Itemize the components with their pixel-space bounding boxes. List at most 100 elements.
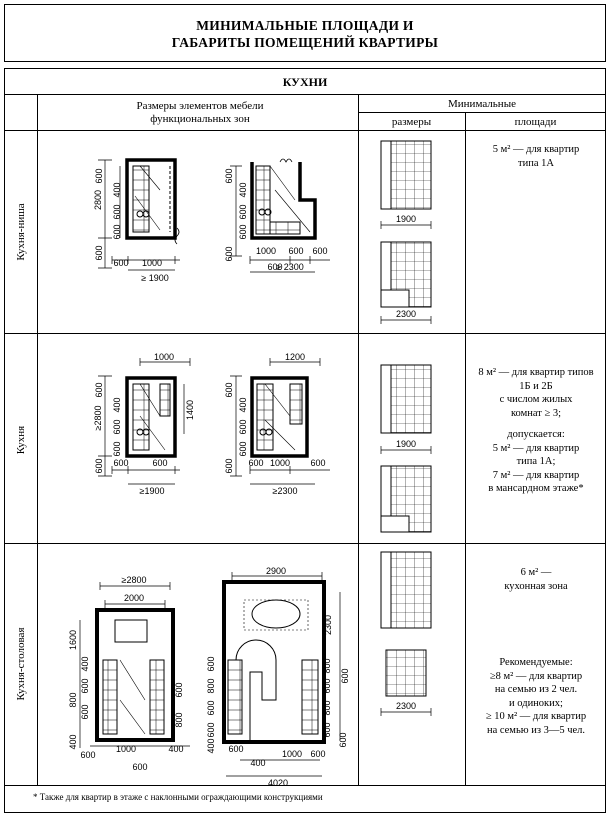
dim-label: 400 [80,656,90,671]
area-line: 5 м² — для квартир [492,442,580,454]
area-line: ≥ 10 м² — для квартир [485,711,587,722]
dim-label: 600 [113,258,128,268]
dim-label: 600 [340,668,350,683]
area-line: 8 м² — для квартир типов [478,367,594,378]
dim-label: 600 [80,750,95,760]
rule [4,785,606,786]
dim-label: 2000 [124,593,144,603]
dim-label: 600 [338,732,348,747]
dim-label: 400 [250,758,265,768]
dim-label: 600 [113,458,128,468]
area-line: на семью из 2 чел. [494,684,578,695]
dim-label: 2800 [93,190,103,210]
area-line: Рекомендуемые: [499,657,573,668]
header-minimal: Минимальные [448,98,516,110]
dim-label: 1000 [116,744,136,754]
dim-label: 1000 [256,246,276,256]
rule [465,112,466,785]
dining-plan-2-dims: 2900 2300 600 800 600 600 800 400 600 80… [206,566,350,788]
area-line: кухонная зона [504,580,568,592]
niche-plan-1-dims: 2800 400 600 600 600 600 600 1000 ≥ 1900 [93,168,169,283]
area-text-row3-bottom: Рекомендуемые: ≥8 м² — для квартир на се… [466,656,606,737]
dim-label: 1000 [270,458,290,468]
dim-label: 400 [68,734,78,749]
title-line-1: МИНИМАЛЬНЫЕ ПЛОЩАДИ И [196,18,414,33]
dim-label: 600 [312,246,327,256]
dim-label: 600 [238,204,248,219]
section-title: КУХНИ [282,75,328,89]
size-grid-row3-a [380,551,432,629]
dim-label: 600 [94,382,104,397]
dim-label: ≥2800 [122,575,147,585]
rule [4,333,606,334]
dim-label: 800 [322,700,332,715]
size-grid-row2-a [380,364,432,454]
dim-label: 600 [206,656,216,671]
dim-label: 600 [224,168,234,183]
dim-label: 600 [152,458,167,468]
area-line: 7 м² — для квартир [492,469,580,481]
kitchen-plan-2-dims: 1200 600 400 600 600 600 600 1000 600 ≥2… [224,352,326,496]
size-label: 1900 [396,214,416,224]
niche-plan-2 [230,158,330,273]
dim-label: 1000 [282,749,302,759]
dim-label: 400 [238,182,248,197]
area-line: допускается: [507,429,565,440]
dining-plan-1-dims: ≥2800 2000 1600 400 600 800 600 600 800 … [68,575,184,772]
dim-label: 600 [94,168,104,183]
area-line: типа 1А [518,157,554,169]
dim-label: 600 [112,419,122,434]
size-label: 2300 [396,309,416,319]
rule [358,112,606,113]
size-grid-row1-a [380,140,432,229]
dim-label: 600 [206,700,216,715]
dim-label: 600 [228,744,243,754]
area-line: 5 м² — для квартир [492,144,580,155]
dim-label: 800 [68,692,78,707]
area-text-row3-top: 6 м² — кухонная зона [466,566,606,593]
dim-label: 600 [112,441,122,456]
dim-label: 600 [238,419,248,434]
dim-label: 4020 [268,778,288,788]
kitchen-plan-2 [230,358,330,485]
dim-label: 800 [174,712,184,727]
dim-label: ≥ 2300 [276,262,303,272]
dim-label: 600 [112,224,122,239]
dim-label: 400 [206,738,216,753]
size-label: 2300 [396,701,416,711]
dim-label: 2900 [266,566,286,576]
size-label: 1900 [396,439,416,449]
area-line: 1Б и 2Б [519,380,553,392]
area-line: с числом жилых [499,394,573,405]
area-line: ≥8 м² — для квартир [489,670,583,682]
dim-label: 600 [248,458,263,468]
title-line-2: ГАБАРИТЫ ПОМЕЩЕНИЙ КВАРТИРЫ [171,35,439,50]
dim-label: 1000 [142,258,162,268]
area-text-row1: 5 м² — для квартир типа 1А [468,143,604,170]
size-grid-row2-b [380,465,432,533]
dim-label: 600 [132,762,147,772]
dim-label: 400 [238,397,248,412]
dim-label: 1000 [154,352,174,362]
dim-label: ≥1900 [140,486,165,496]
dim-label: 800 [322,658,332,673]
dim-label: 600 [267,262,282,272]
dim-label: ≥2300 [273,486,298,496]
kitchen-plan-1 [98,358,191,485]
area-line: комнат ≥ 3; [510,407,562,419]
title-box: МИНИМАЛЬНЫЕ ПЛОЩАДИ И ГАБАРИТЫ ПОМЕЩЕНИЙ… [4,4,606,62]
area-line: 6 м² — [520,567,552,578]
dim-label: 600 [288,246,303,256]
area-line: типа 1А; [516,456,556,467]
rooms-table [4,68,606,813]
dim-label: 600 [310,749,325,759]
dim-label: 400 [112,397,122,412]
dining-plan-2 [222,572,341,777]
area-line: в мансардном этаже* [488,483,584,494]
rule [4,130,606,131]
dim-label: 600 [238,224,248,239]
rule [4,543,606,544]
dim-label: 600 [80,678,90,693]
kitchen-plan-1-dims: 1000 ≥2800 600 400 600 600 600 1400 600 … [93,352,195,496]
